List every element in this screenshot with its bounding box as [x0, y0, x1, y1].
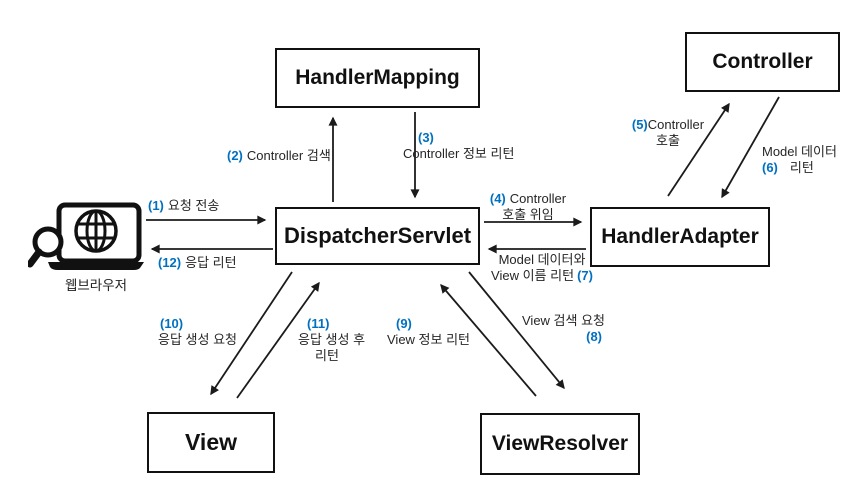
- flow-label-6: Model 데이터 (6) 리턴: [762, 144, 837, 176]
- arrow-11-render-return: [236, 281, 320, 399]
- node-label: Controller: [712, 50, 813, 73]
- flow-7-number: (7): [577, 268, 593, 283]
- flow-10-number: (10): [160, 316, 184, 331]
- flow-6-text-1: Model 데이터: [762, 144, 837, 159]
- flow-label-1: (1)요청 전송: [148, 198, 219, 214]
- flow-1-text: 요청 전송: [167, 198, 220, 213]
- flow-2-text: Controller 검색: [246, 148, 331, 163]
- flow-1-number: (1): [148, 198, 164, 213]
- flow-4-text-1: Controller: [509, 191, 567, 206]
- flow-11-text-1: 응답 생성 후: [298, 332, 366, 347]
- node-handler-mapping: HandlerMapping: [275, 48, 480, 108]
- flow-4-text-2: 호출 위임: [502, 207, 554, 222]
- flow-2-number: (2): [227, 148, 243, 163]
- node-label: ViewResolver: [491, 432, 629, 455]
- node-label: DispatcherServlet: [283, 223, 472, 248]
- node-view-resolver: ViewResolver: [480, 413, 640, 475]
- node-label: HandlerAdapter: [601, 225, 759, 248]
- flow-label-10: (10) 응답 생성 요청: [158, 316, 237, 348]
- flow-5-text-1: Controller: [647, 117, 705, 132]
- node-handler-adapter: HandlerAdapter: [590, 207, 770, 267]
- flow-label-3: (3) Controller 정보 리턴: [403, 130, 514, 162]
- flow-label-7: Model 데이터와 View 이름 리턴(7): [486, 252, 598, 284]
- web-browser-icon: [28, 202, 144, 270]
- flow-6-number: (6): [762, 160, 778, 175]
- node-label: View: [185, 429, 237, 455]
- web-browser-label: 웹브라우저: [64, 278, 128, 293]
- arrow-9-view-info-return: [440, 283, 537, 397]
- flow-8-text: View 검색 요청: [522, 313, 606, 328]
- node-controller: Controller: [685, 32, 840, 92]
- flow-12-text: 응답 리턴: [185, 255, 237, 270]
- flow-label-5: (5)Controller 호출: [628, 117, 708, 149]
- flow-10-text: 응답 생성 요청: [158, 332, 237, 347]
- flow-label-11: (11) 응답 생성 후 리턴: [298, 316, 366, 364]
- flow-7-text-2: View 이름 리턴: [491, 268, 575, 283]
- flow-6-text-2: 리턴: [789, 160, 814, 175]
- arrow-8-view-search-request: [468, 271, 565, 390]
- flow-label-12: (12)응답 리턴: [158, 255, 237, 271]
- arrow-6-model-return: [721, 96, 780, 199]
- flow-4-number: (4): [489, 191, 506, 206]
- arrow-10-render-request: [210, 271, 293, 396]
- node-view: View: [147, 412, 275, 473]
- flow-8-number: (8): [586, 329, 602, 344]
- flow-3-text: Controller 정보 리턴: [403, 146, 515, 161]
- flow-7-text-1: Model 데이터와: [498, 252, 586, 267]
- node-dispatcher-servlet: DispatcherServlet: [275, 207, 480, 265]
- flow-11-text-2: 리턴: [315, 348, 339, 363]
- arrow-5-controller-call: [667, 102, 730, 197]
- flow-label-9: (9) View 정보 리턴: [387, 316, 470, 348]
- flow-12-number: (12): [158, 255, 182, 270]
- flow-5-number: (5): [631, 117, 648, 132]
- flow-11-number: (11): [307, 316, 330, 331]
- flow-label-8: View 검색 요청 (8): [522, 313, 606, 345]
- flow-label-2: (2)Controller 검색: [227, 148, 331, 164]
- flow-9-number: (9): [396, 316, 412, 331]
- flow-9-text: View 정보 리턴: [387, 332, 471, 347]
- node-label: HandlerMapping: [295, 66, 460, 89]
- flow-5-text-2: 호출: [656, 133, 680, 148]
- flow-label-4: (4)Controller 호출 위임: [478, 191, 578, 223]
- flow-3-number: (3): [418, 130, 434, 145]
